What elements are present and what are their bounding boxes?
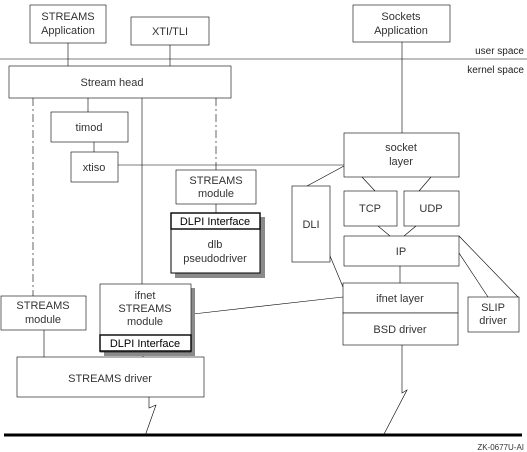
socket-layer-box: socket layer: [343, 132, 460, 178]
streams-application-box: STREAMS Application: [29, 4, 107, 44]
svg-text:STREAMS: STREAMS: [118, 303, 171, 315]
svg-text:layer: layer: [389, 156, 413, 168]
ip-box: IP: [343, 235, 460, 267]
xti-tli-box: XTI/TLI: [130, 16, 210, 46]
svg-text:STREAMS driver: STREAMS driver: [68, 373, 152, 385]
svg-text:IP: IP: [396, 246, 406, 258]
svg-text:ifnet layer: ifnet layer: [376, 293, 424, 305]
figure-id-label: ZK-0677U-AI: [477, 443, 524, 452]
streams-driver-box: STREAMS driver: [16, 356, 205, 398]
svg-text:TCP: TCP: [359, 203, 381, 215]
tcp-box: TCP: [343, 190, 398, 227]
svg-text:STREAMS: STREAMS: [189, 175, 242, 187]
dli-box: DLI: [291, 185, 331, 263]
svg-text:XTI/TLI: XTI/TLI: [152, 26, 188, 38]
streams-module-left-box: STREAMS module: [0, 295, 87, 331]
svg-text:Application: Application: [374, 25, 428, 37]
svg-text:SLIP: SLIP: [481, 302, 505, 314]
svg-text:module: module: [127, 316, 163, 328]
svg-text:pseudodriver: pseudodriver: [183, 253, 247, 265]
svg-text:driver: driver: [479, 315, 507, 327]
streams-module-mid-box: STREAMS module: [175, 169, 257, 205]
kernel-space-label: kernel space: [467, 65, 524, 76]
sockets-application-box: Sockets Application: [352, 4, 451, 43]
svg-text:Sockets: Sockets: [381, 11, 421, 23]
svg-text:ifnet: ifnet: [135, 290, 156, 302]
svg-text:BSD driver: BSD driver: [373, 324, 427, 336]
dlb-pseudodriver-group: dlb pseudodriver DLPI Interface: [170, 212, 265, 278]
svg-text:DLI: DLI: [302, 219, 319, 231]
svg-text:module: module: [25, 314, 61, 326]
timod-box: timod: [50, 111, 129, 143]
xtiso-box: xtiso: [70, 151, 119, 183]
udp-box: UDP: [403, 190, 460, 227]
svg-text:UDP: UDP: [419, 203, 442, 215]
stream-head-box: Stream head: [8, 65, 232, 99]
svg-text:Application: Application: [41, 25, 95, 37]
svg-text:dlb: dlb: [208, 239, 223, 251]
svg-text:STREAMS: STREAMS: [16, 300, 69, 312]
bsd-driver-box: BSD driver: [342, 312, 459, 346]
svg-text:xtiso: xtiso: [83, 162, 106, 174]
svg-text:socket: socket: [385, 142, 417, 154]
svg-text:STREAMS: STREAMS: [41, 11, 94, 23]
ifnet-streams-module-group: ifnet STREAMS module DLPI Interface: [99, 283, 195, 356]
svg-text:timod: timod: [76, 122, 103, 134]
dlpi-interface-low-label: DLPI Interface: [110, 338, 180, 350]
svg-text:module: module: [198, 188, 234, 200]
dlpi-interface-mid-label: DLPI Interface: [180, 216, 250, 228]
slip-driver-box: SLIP driver: [467, 296, 520, 333]
user-space-label: user space: [475, 46, 524, 57]
connectors: [32, 42, 520, 437]
ifnet-layer-box: ifnet layer: [342, 282, 459, 314]
svg-text:Stream head: Stream head: [81, 77, 144, 89]
